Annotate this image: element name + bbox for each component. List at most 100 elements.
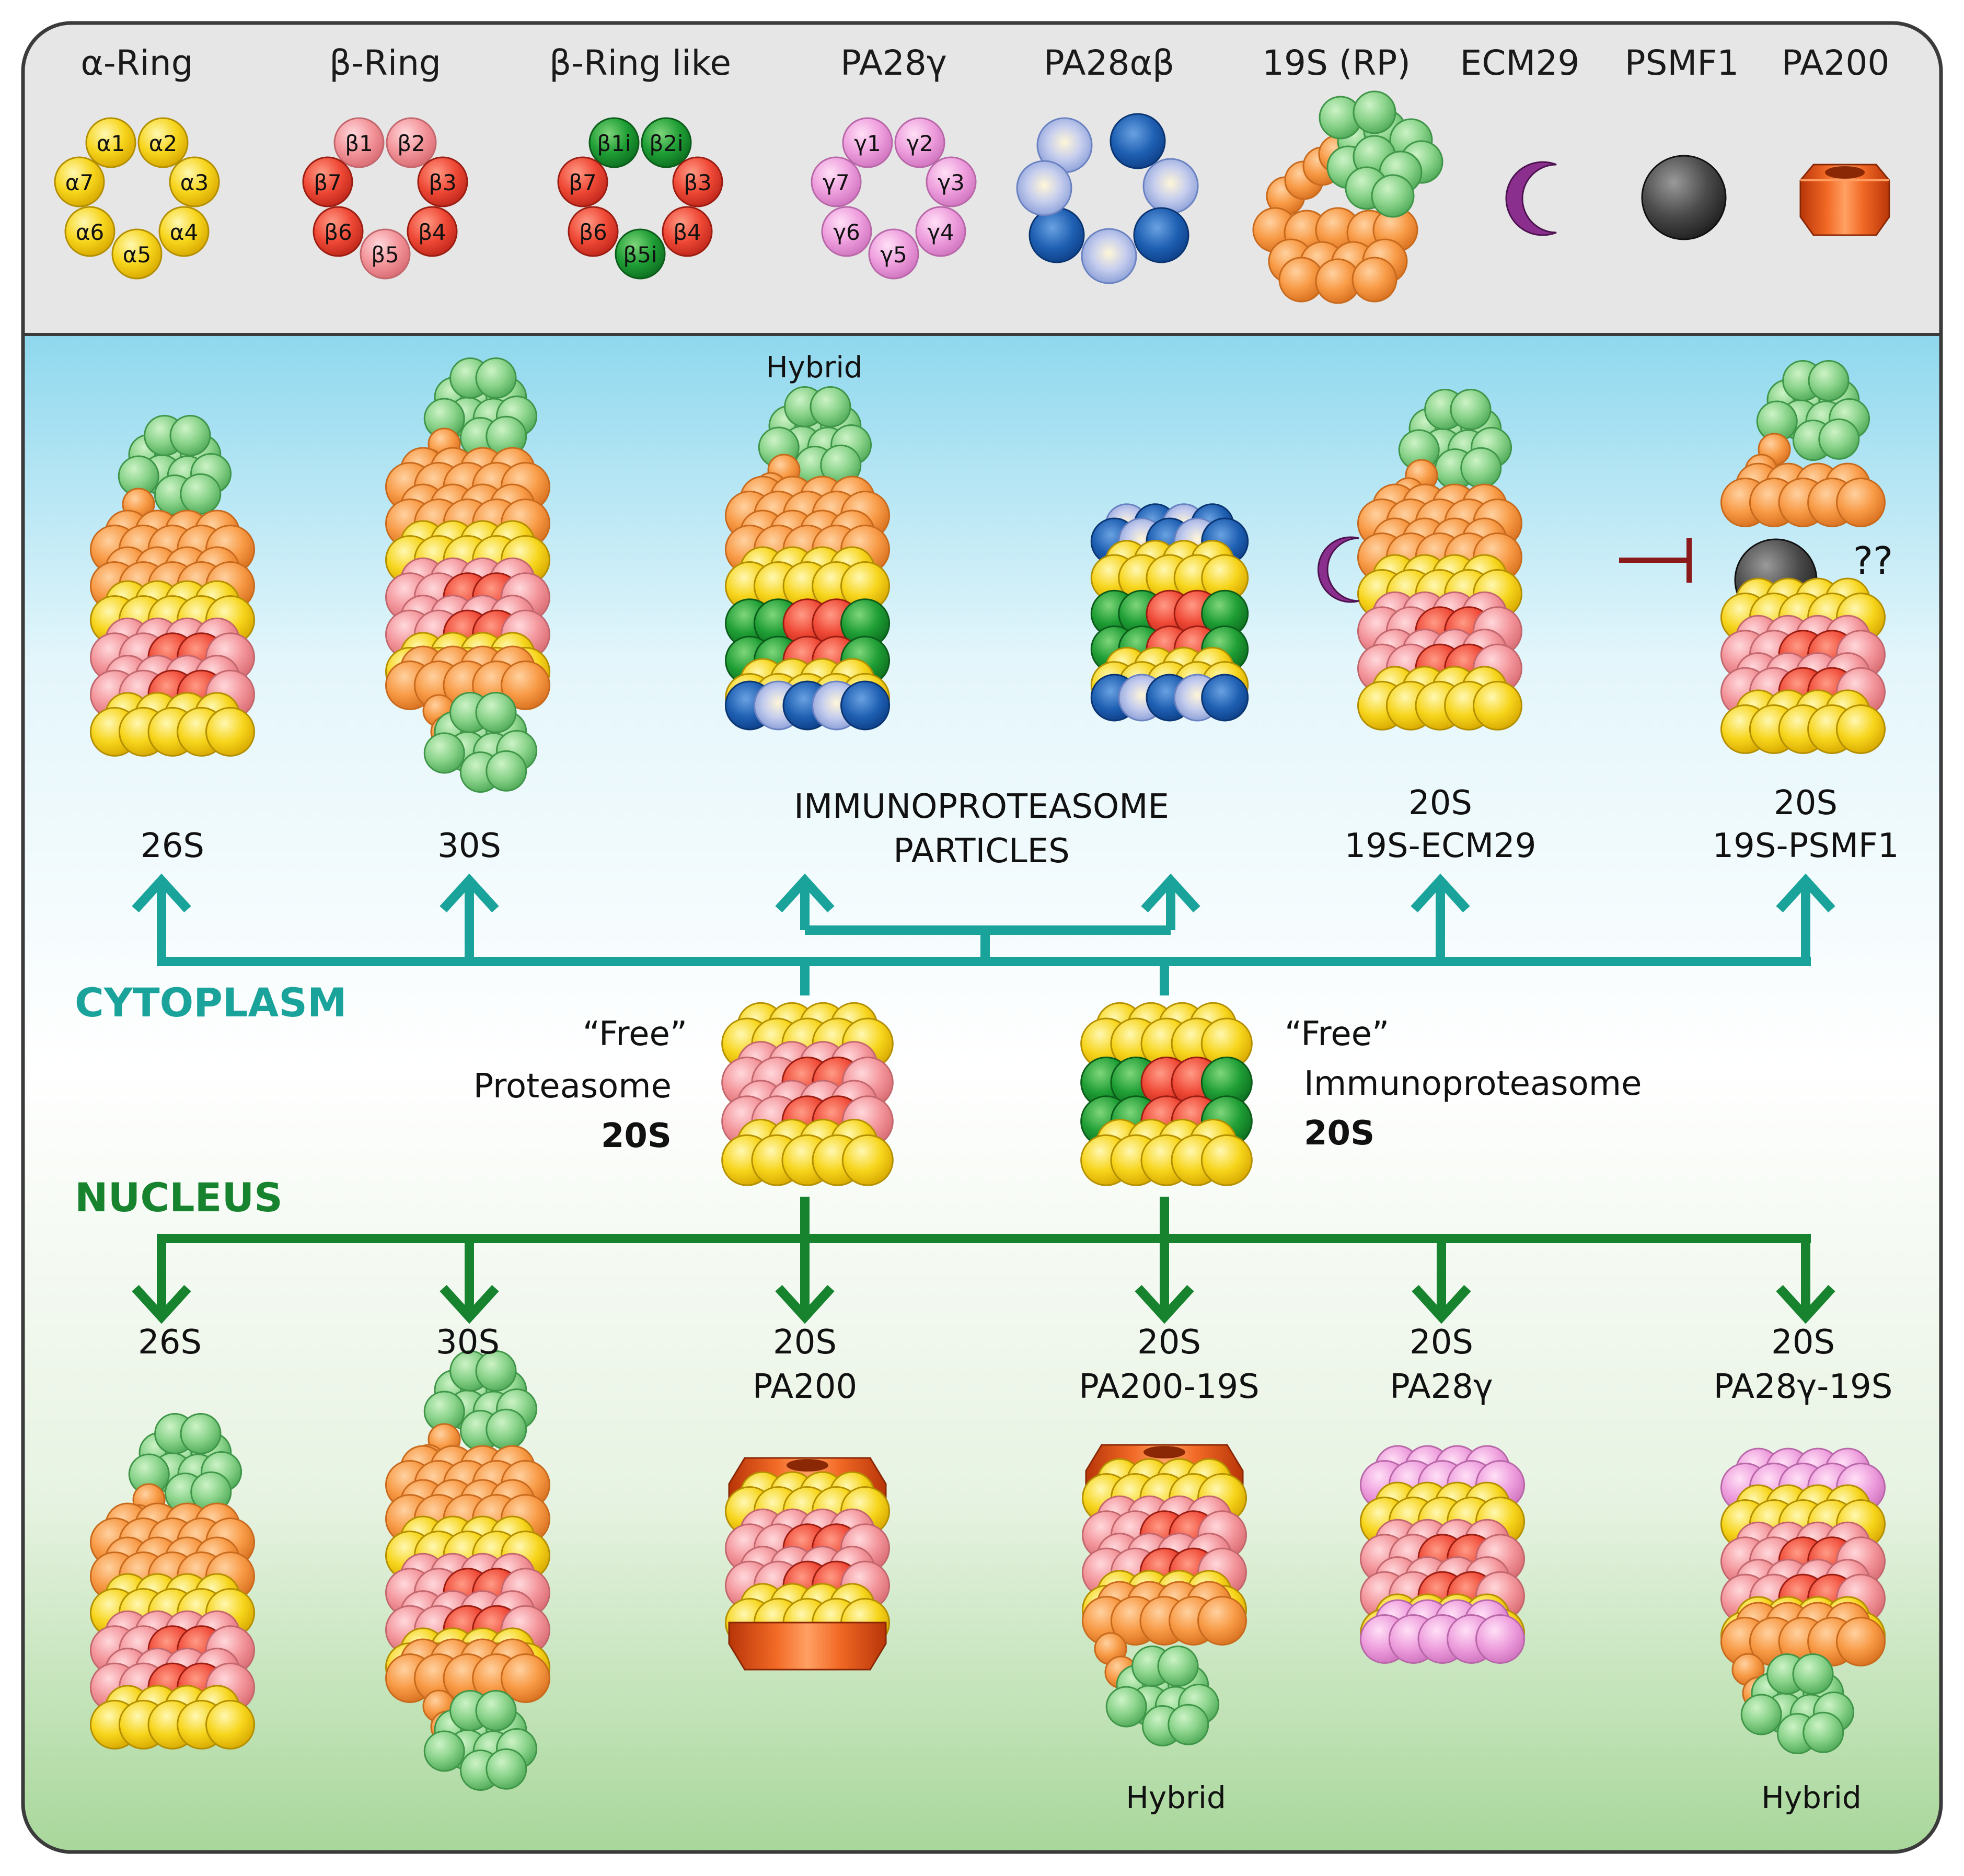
legend-subunit bbox=[1110, 113, 1166, 169]
complex-hybrid-immuno bbox=[724, 386, 891, 731]
free-immuno-type: 20S bbox=[1304, 1114, 1374, 1153]
arrow-to-30s-cyto-head bbox=[440, 873, 499, 913]
legend-subunit bbox=[868, 228, 919, 280]
legend-subunit-label: β1 bbox=[345, 131, 373, 156]
complex-26s-cyto bbox=[89, 415, 256, 757]
hybrid-label-nuc-1: Hybrid bbox=[1126, 1780, 1226, 1815]
legend-subunit bbox=[842, 117, 893, 168]
ring-subunit bbox=[501, 1653, 551, 1703]
arrow-to-ecm29-head bbox=[1411, 873, 1470, 913]
legend-19s-rp bbox=[1252, 90, 1443, 304]
legend-subunit-label: γ7 bbox=[823, 170, 850, 195]
legend-subunit-label: β7 bbox=[569, 170, 597, 195]
complex-30s-nuc bbox=[385, 1350, 551, 1791]
rp-lid-subunit bbox=[1792, 1653, 1834, 1695]
rp-lid-subunit bbox=[475, 692, 517, 734]
legend-subunit bbox=[915, 206, 966, 257]
arrow-to-pa28g-19s-head bbox=[1776, 1284, 1835, 1324]
ring-subunit bbox=[841, 1134, 894, 1186]
hybrid-label-nuc-2: Hybrid bbox=[1761, 1780, 1862, 1815]
legend-subunit bbox=[662, 206, 713, 257]
cytoplasm-texts: Hybrid 26S 30S IMMUNOPROTEASOME PARTICLE… bbox=[141, 351, 1899, 871]
complex-26s-nuc bbox=[89, 1413, 256, 1750]
legend-titles: α-Ring β-Ring β-Ring like PA28γ PA28αβ 1… bbox=[80, 43, 1889, 83]
legend-subunit bbox=[169, 156, 220, 207]
label-pa28g-line1: 20S bbox=[1410, 1323, 1473, 1362]
legend-subunit-label: β5 bbox=[371, 242, 399, 268]
legend-subunit bbox=[302, 156, 353, 207]
legend-subunit-label: β5i bbox=[623, 242, 657, 268]
legend-subunit bbox=[360, 228, 411, 280]
legend-subunit-label: γ4 bbox=[927, 219, 954, 245]
legend-subunit bbox=[557, 156, 608, 207]
pa200-cap bbox=[728, 1622, 887, 1671]
label-30s-cyto: 30S bbox=[437, 827, 501, 865]
ring-subunit bbox=[501, 661, 551, 710]
legend-subunit-label: α6 bbox=[76, 219, 104, 245]
arrow-to-30s-nuc-head bbox=[440, 1284, 499, 1324]
legend-subunit bbox=[811, 156, 862, 207]
label-26s-nuc: 26S bbox=[138, 1323, 202, 1362]
ring-subunit bbox=[1200, 1134, 1253, 1186]
label-pa28g-19s-line1: 20S bbox=[1771, 1323, 1835, 1362]
complex-30s-cyto bbox=[385, 357, 551, 793]
legend-subunit bbox=[926, 156, 977, 207]
label-immuno-line2: PARTICLES bbox=[893, 832, 1069, 871]
label-pa28g-19s-line2: PA28γ-19S bbox=[1714, 1368, 1893, 1406]
legend-subunit-label: β6 bbox=[579, 219, 607, 245]
legend-ring-pa28-alpha-beta bbox=[1016, 113, 1199, 284]
rp-lid-subunit bbox=[475, 357, 517, 399]
rp-lid-subunit bbox=[1740, 1694, 1782, 1735]
arrow-to-immuno-left-head bbox=[775, 873, 835, 913]
legend-subunit-label: β7 bbox=[314, 170, 342, 195]
label-pa200-19s-line2: PA200-19S bbox=[1079, 1368, 1260, 1406]
complex-19s-psmf1 bbox=[1720, 360, 1886, 754]
label-pa28g-line2: PA28γ bbox=[1390, 1368, 1493, 1406]
label-26s-cyto: 26S bbox=[141, 827, 204, 865]
legend-subunit bbox=[386, 117, 437, 168]
ecm29-icon bbox=[1317, 536, 1359, 603]
psmf1-icon bbox=[1641, 155, 1727, 240]
legend-subunit bbox=[54, 156, 105, 207]
label-30s-nuc: 30S bbox=[436, 1323, 500, 1362]
legend-subunit-label: β2 bbox=[397, 131, 425, 156]
legend-title-pa28-alpha-beta: PA28αβ bbox=[1044, 43, 1174, 83]
ring-subunit bbox=[1473, 680, 1523, 731]
legend-subunit-label: β2i bbox=[649, 131, 683, 156]
legend-title-pa200: PA200 bbox=[1782, 43, 1890, 83]
legend-title-psmf1: PSMF1 bbox=[1625, 43, 1739, 83]
legend-subunit bbox=[588, 117, 640, 168]
rp-lid-subunit bbox=[423, 1730, 465, 1772]
legend-subunit-label: γ2 bbox=[906, 131, 933, 156]
panel-backgrounds bbox=[23, 23, 1941, 1852]
label-psmf1-line2: 19S-PSMF1 bbox=[1712, 827, 1899, 865]
legend-subunit bbox=[568, 206, 619, 257]
nucleus-arrows bbox=[132, 1197, 1835, 1324]
free-immuno-quote: “Free” bbox=[1285, 1015, 1389, 1053]
rp-lid-subunit bbox=[486, 1748, 527, 1790]
rp-lid-subunit bbox=[1157, 1646, 1199, 1687]
legend-subunit bbox=[313, 206, 364, 257]
legend-subunit-label: α1 bbox=[97, 131, 125, 156]
rp-base-subunit bbox=[1351, 257, 1397, 303]
legend-subunit bbox=[158, 206, 210, 257]
nucleus-label: NUCLEUS bbox=[75, 1174, 283, 1221]
legend-subunit bbox=[672, 156, 723, 207]
complex-20s-pa28g bbox=[1359, 1445, 1526, 1664]
legend-subunit-label: γ5 bbox=[880, 242, 907, 268]
legend-subunit bbox=[111, 228, 163, 280]
legend-subunit bbox=[137, 117, 189, 168]
arrow-to-pa28g-head bbox=[1412, 1284, 1471, 1324]
ring-subunit bbox=[1836, 1617, 1886, 1666]
legend-subunit-label: β3 bbox=[684, 170, 712, 195]
legend-ecm29-icon bbox=[1505, 161, 1557, 236]
unknown-mark: ?? bbox=[1853, 539, 1893, 583]
arrow-to-psmf1-head bbox=[1776, 873, 1835, 913]
rp-lid-subunit bbox=[1818, 418, 1860, 460]
legend-subunit bbox=[1029, 207, 1085, 263]
